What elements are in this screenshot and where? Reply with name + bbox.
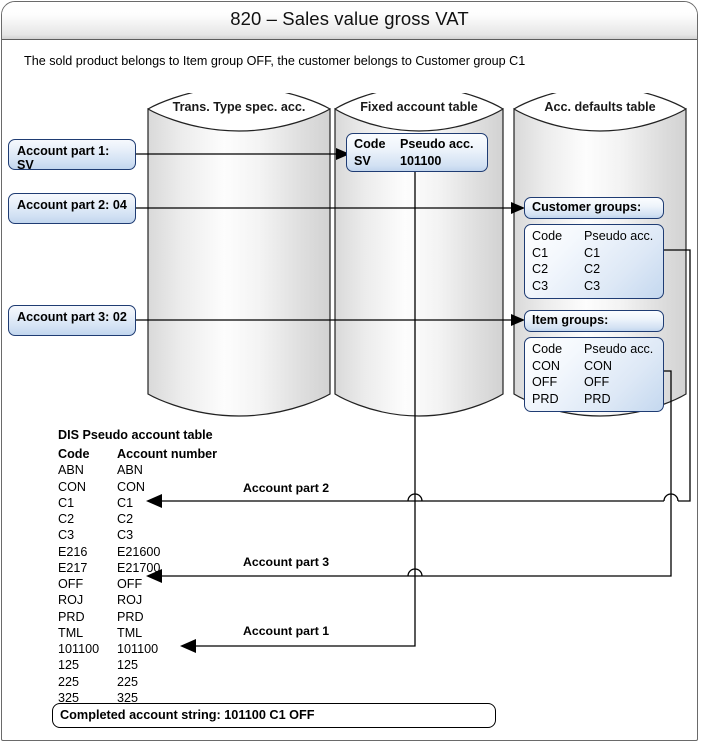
dis-cell-code: OFF bbox=[58, 577, 84, 591]
item-groups-table: Code Pseudo acc. CON CON OFF OFF PRD PRD bbox=[525, 338, 663, 407]
dis-cell-code: E216 bbox=[58, 544, 88, 559]
customer-groups-heading: Customer groups: bbox=[532, 200, 642, 214]
fixed-account-row-code: SV bbox=[354, 154, 371, 168]
account-part-3-label: Account part 3: 02 bbox=[17, 310, 127, 324]
dis-cell-code: 325 bbox=[58, 690, 80, 705]
dis-cell-account: CON bbox=[117, 479, 145, 494]
dis-table-row: TML TML bbox=[58, 625, 217, 641]
dis-cell-account: 101100 bbox=[117, 642, 159, 656]
dis-cell-account: 225 bbox=[117, 674, 139, 689]
customer-groups-row-pseudo: C1 bbox=[584, 245, 601, 260]
dis-cell-account: 125 bbox=[117, 658, 139, 673]
dis-table-row: ABN ABN bbox=[58, 462, 217, 478]
subtitle-text: The sold product belongs to Item group O… bbox=[24, 54, 526, 68]
page-title: 820 – Sales value gross VAT bbox=[230, 8, 469, 29]
item-groups-heading-box[interactable]: Item groups: bbox=[524, 310, 664, 332]
arrow-label-account-part-1: Account part 1 bbox=[243, 624, 330, 638]
customer-groups-row-code: C3 bbox=[532, 278, 549, 293]
dis-cell-account: ROJ bbox=[117, 593, 143, 608]
dis-cell-account: ABN bbox=[117, 463, 143, 478]
fixed-account-row-pseudo: 101100 bbox=[400, 154, 442, 168]
dis-cell-account: E21700 bbox=[117, 560, 161, 575]
dis-table-row: C1 C1 bbox=[58, 495, 217, 511]
item-groups-row-pseudo: PRD bbox=[584, 391, 611, 406]
cylinder-label-acc-defaults-table: Acc. defaults table bbox=[544, 100, 656, 114]
dis-cell-code: 225 bbox=[58, 674, 80, 689]
dis-cell-account: PRD bbox=[117, 609, 144, 624]
completed-account-string: Completed account string: 101100 C1 OFF bbox=[52, 703, 496, 728]
dis-cell-code: CON bbox=[58, 479, 86, 494]
item-groups-row-pseudo: CON bbox=[584, 358, 612, 373]
dis-cell-code: 101100 bbox=[58, 642, 100, 656]
item-groups-col-pseudo: Pseudo acc. bbox=[584, 342, 654, 356]
dis-table-row: 325 325 bbox=[58, 690, 217, 706]
cylinder-label-fixed-account-table: Fixed account table bbox=[360, 100, 478, 114]
dis-table-row: PRD PRD bbox=[58, 609, 217, 625]
dis-cell-code: TML bbox=[58, 625, 84, 640]
item-groups-row-code: PRD bbox=[532, 391, 559, 406]
dis-table-row: CON CON bbox=[58, 479, 217, 495]
account-part-3-box[interactable]: Account part 3: 02 bbox=[8, 305, 136, 336]
dis-table-row: 101100 101100 bbox=[58, 641, 217, 657]
item-groups-col-code: Code bbox=[532, 342, 563, 356]
dis-cell-account: 325 bbox=[117, 690, 139, 705]
account-part-2-box[interactable]: Account part 2: 04 bbox=[8, 193, 136, 224]
dis-col-code: Code bbox=[58, 447, 90, 461]
dis-table-row: E216 E21600 bbox=[58, 544, 217, 560]
item-groups-row-pseudo: OFF bbox=[584, 375, 610, 389]
dis-cell-code: PRD bbox=[58, 609, 85, 624]
account-part-1-box[interactable]: Account part 1: SV bbox=[8, 139, 136, 172]
dis-table-row: C2 C2 bbox=[58, 511, 217, 527]
dis-col-account-number: Account number bbox=[117, 447, 218, 461]
dis-cell-account: C2 bbox=[117, 512, 134, 526]
dis-table-row: 225 225 bbox=[58, 674, 217, 690]
dis-cell-account: E21600 bbox=[117, 544, 161, 559]
dis-cell-account: C1 bbox=[117, 495, 134, 510]
dis-cell-code: C2 bbox=[58, 512, 75, 526]
dis-cell-code: C1 bbox=[58, 495, 75, 510]
dis-table-row: E217 E21700 bbox=[58, 560, 217, 576]
dis-table-title: DIS Pseudo account table bbox=[58, 428, 213, 442]
cylinder-trans-type-spec-acc: Trans. Type spec. acc. bbox=[146, 93, 332, 418]
customer-groups-col-code: Code bbox=[532, 229, 563, 243]
dis-cell-account: OFF bbox=[117, 577, 143, 591]
dis-cell-code: C3 bbox=[58, 528, 75, 543]
customer-groups-row-pseudo: C2 bbox=[584, 262, 601, 276]
dis-cell-code: ABN bbox=[58, 463, 84, 478]
dis-cell-code: 125 bbox=[58, 658, 80, 673]
fixed-account-header-pseudo: Pseudo acc. bbox=[400, 137, 474, 151]
customer-groups-row-code: C2 bbox=[532, 262, 549, 276]
dis-table-row: 125 125 bbox=[58, 657, 217, 673]
dis-table: Code Account number ABN ABN CON CON C1 C1 C… bbox=[58, 446, 217, 706]
dis-cell-code: ROJ bbox=[58, 593, 84, 608]
customer-groups-row-code: C1 bbox=[532, 245, 549, 260]
account-part-1-label: Account part 1: SV bbox=[17, 144, 110, 172]
account-part-2-label: Account part 2: 04 bbox=[17, 198, 127, 212]
arrow-label-account-part-2: Account part 2 bbox=[243, 481, 330, 495]
customer-groups-row-pseudo: C3 bbox=[584, 278, 601, 293]
customer-groups-heading-box[interactable]: Customer groups: bbox=[524, 197, 664, 219]
fixed-account-header-code: Code bbox=[354, 137, 386, 151]
dis-table-row: ROJ ROJ bbox=[58, 592, 217, 608]
dis-table-row: OFF OFF bbox=[58, 576, 217, 592]
dis-cell-code: E217 bbox=[58, 560, 88, 575]
item-groups-row-code: CON bbox=[532, 358, 560, 373]
window-titlebar: 820 – Sales value gross VAT bbox=[2, 2, 697, 40]
cylinder-label-trans-type-spec-acc: Trans. Type spec. acc. bbox=[172, 100, 306, 114]
dis-table-header-row: Code Account number bbox=[58, 446, 217, 462]
item-groups-heading: Item groups: bbox=[532, 313, 609, 327]
item-groups-row-code: OFF bbox=[532, 375, 558, 389]
dis-table-row: C3 C3 bbox=[58, 527, 217, 543]
arrow-label-account-part-3: Account part 3 bbox=[243, 555, 330, 569]
customer-groups-col-pseudo: Pseudo acc. bbox=[584, 229, 654, 243]
customer-groups-table: Code Pseudo acc. C1 C1 C2 C2 C3 C3 bbox=[525, 225, 663, 294]
dis-cell-account: TML bbox=[117, 625, 143, 640]
dis-cell-account: C3 bbox=[117, 528, 134, 543]
fixed-account-code-box[interactable]: Code Pseudo acc. SV 101100 bbox=[346, 133, 488, 172]
customer-groups-table-box[interactable]: Code Pseudo acc. C1 C1 C2 C2 C3 C3 bbox=[524, 224, 664, 299]
item-groups-table-box[interactable]: Code Pseudo acc. CON CON OFF OFF PRD PRD bbox=[524, 337, 664, 412]
